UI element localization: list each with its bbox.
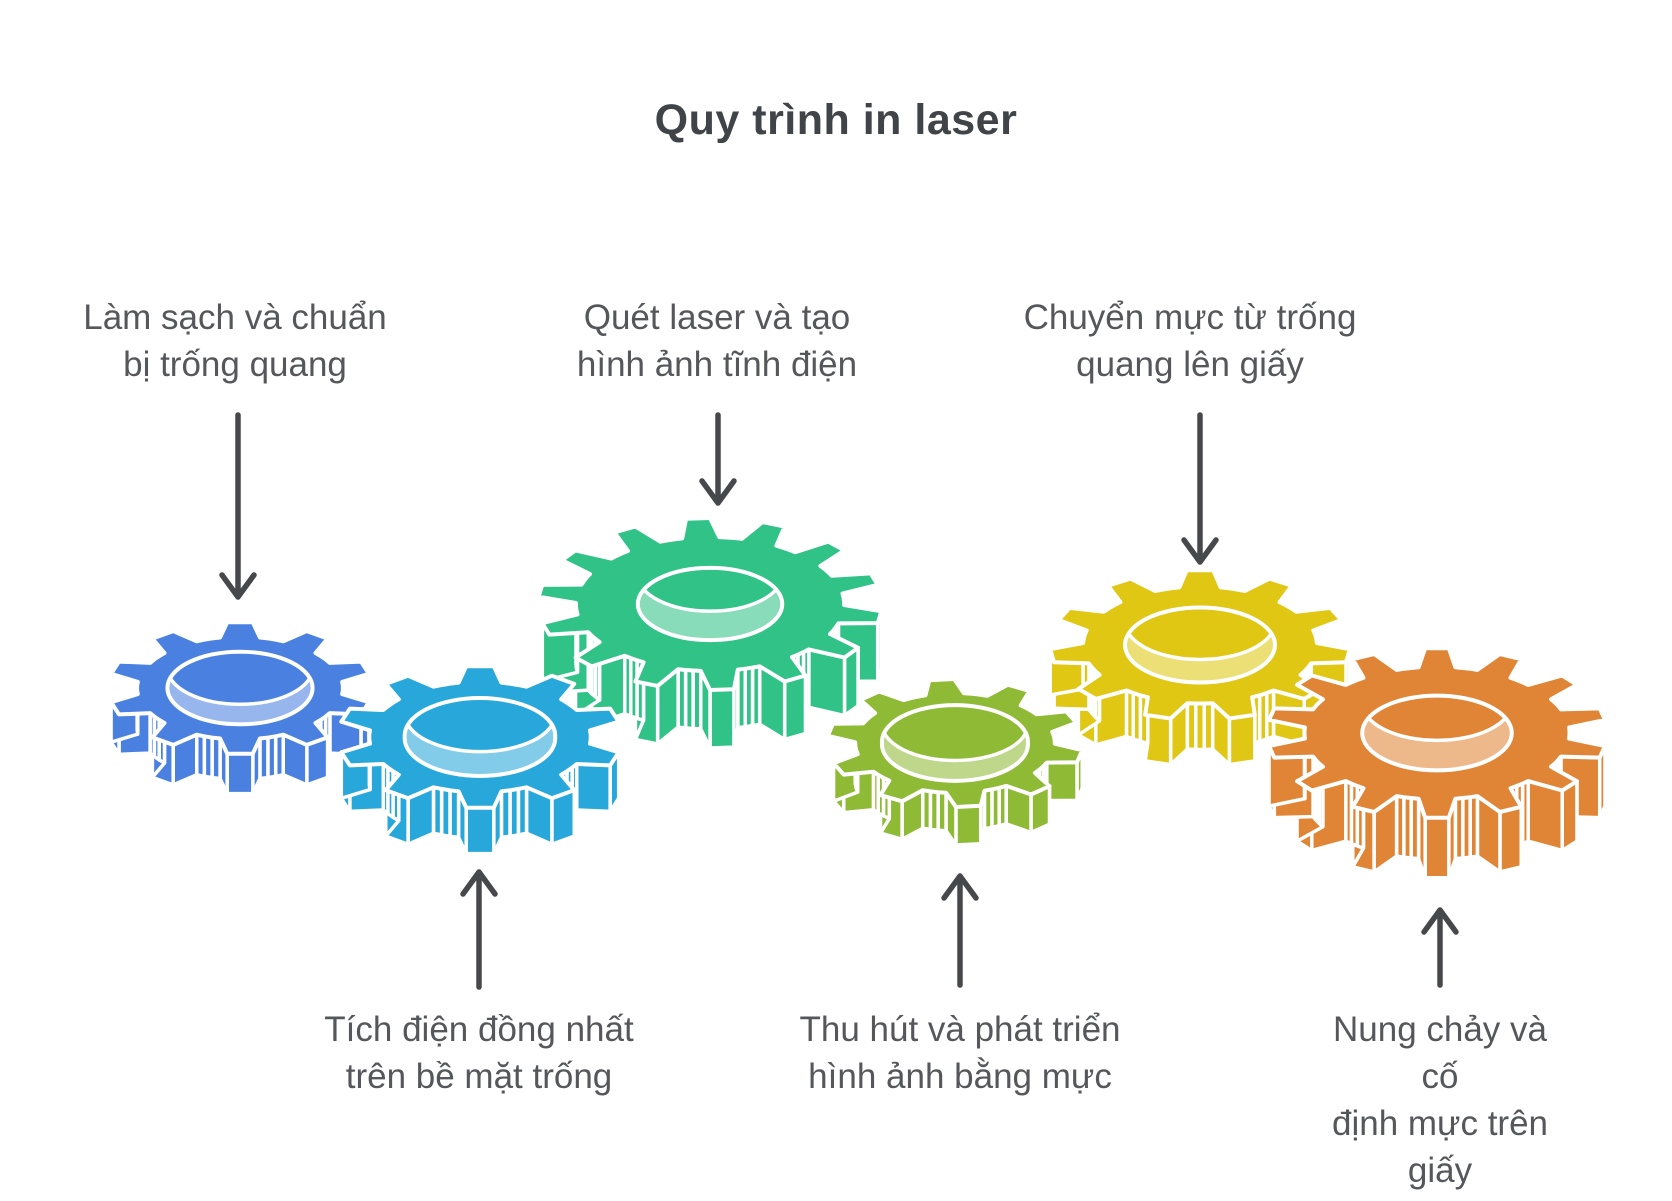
- gear-cyan: [339, 664, 621, 856]
- arrow-up-icon: [1421, 907, 1459, 988]
- arrow-down-icon: [1181, 412, 1219, 565]
- gear-olive: [825, 677, 1085, 847]
- arrow-up-icon: [460, 869, 498, 990]
- arrow-up-icon: [941, 873, 979, 988]
- arrow-down-icon: [219, 412, 257, 600]
- step-1-label: Làm sạch và chuẩn bị trống quang: [83, 298, 387, 384]
- gear-green: [536, 516, 884, 750]
- step-6-label: Nung chảy và cố định mực trên giấy: [1331, 1010, 1548, 1190]
- step-2-label: Tích điện đồng nhất trên bề mặt trống: [324, 1010, 634, 1096]
- step-3-label: Quét laser và tạo hình ảnh tĩnh điện: [576, 298, 858, 384]
- gear-blue: [109, 620, 371, 796]
- gear-orange: [1267, 646, 1607, 880]
- step-4-label: Thu hút và phát triển hình ảnh bằng mực: [799, 1010, 1121, 1096]
- diagram-title: Quy trình in laser: [654, 96, 1018, 144]
- arrow-down-icon: [699, 412, 737, 506]
- step-5-label: Chuyển mực từ trống quang lên giấy: [1023, 298, 1357, 384]
